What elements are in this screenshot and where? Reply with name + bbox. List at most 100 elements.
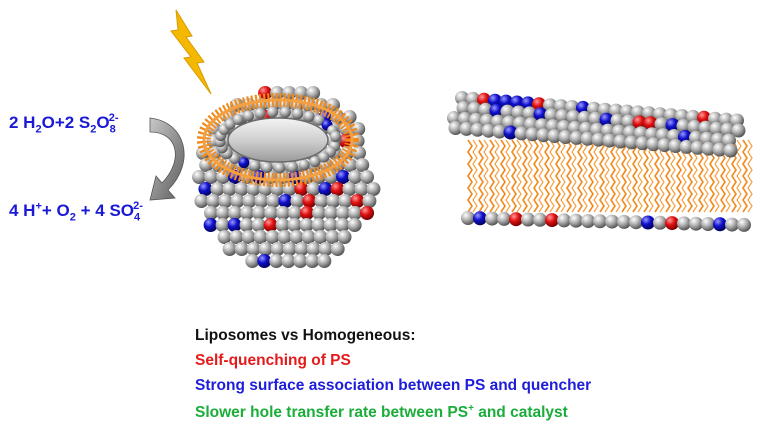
lipid-headgroup xyxy=(336,218,350,232)
lipid-headgroup xyxy=(252,218,266,232)
lipid-tail xyxy=(578,140,582,212)
lipid-headgroup xyxy=(473,211,487,225)
lipid-headgroup xyxy=(342,182,356,196)
lipid-tail xyxy=(550,140,554,212)
caption-hole-transfer-a: Slower hole transfer rate between PS xyxy=(195,404,468,421)
eq-charge: 2- xyxy=(109,112,119,124)
lipid-headgroup xyxy=(230,194,244,208)
lipid-headgroup xyxy=(330,182,344,196)
lipid-headgroup xyxy=(278,194,292,208)
lipid-headgroup xyxy=(216,206,230,220)
lipid-tail xyxy=(517,140,521,212)
lipid-headgroup xyxy=(281,254,295,268)
lipid-headgroup xyxy=(252,206,266,220)
lipid-headgroup xyxy=(276,218,290,232)
lipid-headgroup xyxy=(725,218,739,232)
lipid-bilayer-section xyxy=(447,91,752,232)
lipid-headgroup xyxy=(713,217,727,231)
lipid-headgroup xyxy=(330,131,341,142)
lipid-headgroup xyxy=(300,218,314,232)
lipid-tail xyxy=(594,140,598,212)
lipid-tail xyxy=(572,140,576,212)
lipid-headgroup xyxy=(545,213,559,227)
lipid-headgroup xyxy=(324,206,338,220)
lipid-tail xyxy=(528,140,532,212)
lipid-headgroup xyxy=(366,182,380,196)
lipid-headgroup xyxy=(724,144,738,158)
lipid-headgroup xyxy=(319,242,333,256)
lipid-tail xyxy=(638,140,642,212)
lipid-tail xyxy=(743,140,747,212)
lipid-headgroup xyxy=(497,212,511,226)
lipid-headgroup xyxy=(280,107,291,118)
lipid-headgroup xyxy=(324,218,338,232)
lipid-headgroup xyxy=(314,230,328,244)
lipid-headgroup xyxy=(312,218,326,232)
lipid-headgroup xyxy=(557,213,571,227)
caption-hole-transfer-b: and catalyst xyxy=(474,404,568,421)
lipid-headgroup xyxy=(312,206,326,220)
lipid-headgroup xyxy=(307,242,321,256)
lipid-headgroup xyxy=(309,156,320,167)
eq-o: O xyxy=(96,113,109,132)
lipid-headgroup xyxy=(302,230,316,244)
lipid-headgroup xyxy=(216,218,230,232)
lipid-headgroup xyxy=(269,254,283,268)
lipid-headgroup xyxy=(266,194,280,208)
lipid-headgroup xyxy=(665,216,679,230)
lipid-tail xyxy=(501,140,505,212)
lipid-headgroup xyxy=(233,114,244,125)
lipid-headgroup xyxy=(348,218,362,232)
caption-self-quenching: Self-quenching of PS xyxy=(195,352,351,370)
lipid-headgroup xyxy=(701,217,715,231)
lipid-headgroup xyxy=(192,170,206,184)
lipid-headgroup xyxy=(262,162,273,173)
lipid-headgroup xyxy=(605,215,619,229)
lipid-headgroup xyxy=(278,230,292,244)
lipid-headgroup xyxy=(737,218,751,232)
lipid-headgroup xyxy=(271,242,285,256)
lipid-headgroup xyxy=(288,206,302,220)
lipid-headgroup xyxy=(242,230,256,244)
lipid-headgroup xyxy=(249,160,260,171)
lipid-headgroup xyxy=(247,242,261,256)
lipid-tail xyxy=(534,140,538,212)
lipid-headgroup xyxy=(485,212,499,226)
lipid-headgroup xyxy=(218,194,232,208)
eq-h2o: 2 H xyxy=(9,113,35,132)
lipid-headgroup xyxy=(293,254,307,268)
eq-protons: 4 H xyxy=(9,201,35,220)
caption-title: Liposomes vs Homogeneous: xyxy=(195,327,415,345)
lipid-tail xyxy=(633,140,637,212)
lipid-headgroup xyxy=(228,218,242,232)
caption-hole-transfer: Slower hole transfer rate between PS+ an… xyxy=(195,403,568,422)
lipid-headgroup xyxy=(204,206,218,220)
lipid-headgroup xyxy=(283,242,297,256)
lipid-tail xyxy=(748,140,752,212)
lipid-headgroup xyxy=(299,159,310,170)
lipid-tail xyxy=(495,140,499,212)
lipid-headgroup xyxy=(257,254,271,268)
lipid-headgroup xyxy=(677,216,691,230)
lipid-headgroup xyxy=(242,194,256,208)
lipid-headgroup xyxy=(317,254,331,268)
lipid-headgroup xyxy=(240,206,254,220)
lipid-tail xyxy=(605,140,609,212)
lipid-headgroup xyxy=(240,218,254,232)
lipid-headgroup xyxy=(245,254,259,268)
lipid-headgroup xyxy=(206,194,220,208)
lipid-headgroup xyxy=(288,218,302,232)
lipid-headgroup xyxy=(223,242,237,256)
liposome-sphere xyxy=(192,86,380,268)
lipid-headgroup xyxy=(336,206,350,220)
lipid-headgroup xyxy=(355,158,369,172)
lipid-headgroup xyxy=(653,216,667,230)
lipid-headgroup xyxy=(641,216,655,230)
lipid-tail xyxy=(644,140,648,212)
lipid-headgroup xyxy=(267,107,278,118)
lipid-headgroup xyxy=(292,108,303,119)
lipid-headgroup xyxy=(246,182,260,196)
lipid-headgroup xyxy=(348,206,362,220)
lipid-headgroup xyxy=(230,230,244,244)
lipid-tail xyxy=(627,140,631,212)
